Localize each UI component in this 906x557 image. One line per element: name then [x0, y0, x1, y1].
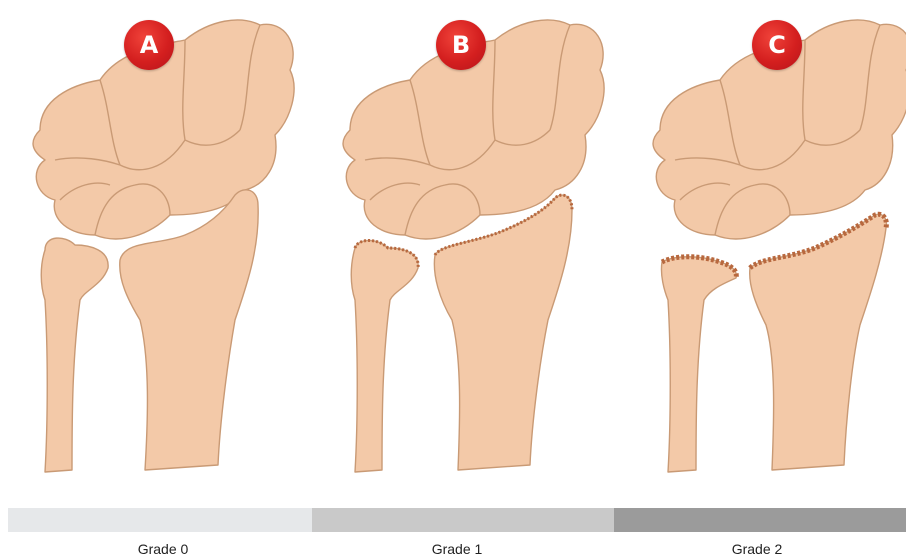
grade-label-2: Grade 2	[606, 541, 906, 557]
badge-letter: C	[768, 31, 786, 59]
grade-badge-b: B	[436, 20, 486, 70]
grade-badge-a: A	[124, 20, 174, 70]
ulna-bone	[661, 257, 736, 472]
grade-bar-0	[8, 508, 312, 532]
grade-badge-c: C	[752, 20, 802, 70]
radius-bone	[434, 195, 572, 470]
radius-bone	[750, 214, 887, 470]
panel-grade-0: A	[0, 0, 302, 500]
wrist-illustration-grade-2	[620, 0, 906, 500]
wrist-illustration-grade-0	[0, 0, 302, 500]
grade-label-0: Grade 0	[12, 541, 314, 557]
ulna-bone	[351, 241, 418, 473]
panel-grade-2: C	[620, 0, 906, 500]
ulna-bone	[41, 238, 108, 472]
badge-letter: B	[452, 31, 470, 59]
grade-bar-2	[614, 508, 906, 532]
grade-bar-1	[312, 508, 614, 532]
panel-grade-1: B	[310, 0, 612, 500]
wrist-illustration-grade-1	[310, 0, 612, 500]
grade-label-1: Grade 1	[306, 541, 608, 557]
badge-letter: A	[140, 31, 159, 59]
